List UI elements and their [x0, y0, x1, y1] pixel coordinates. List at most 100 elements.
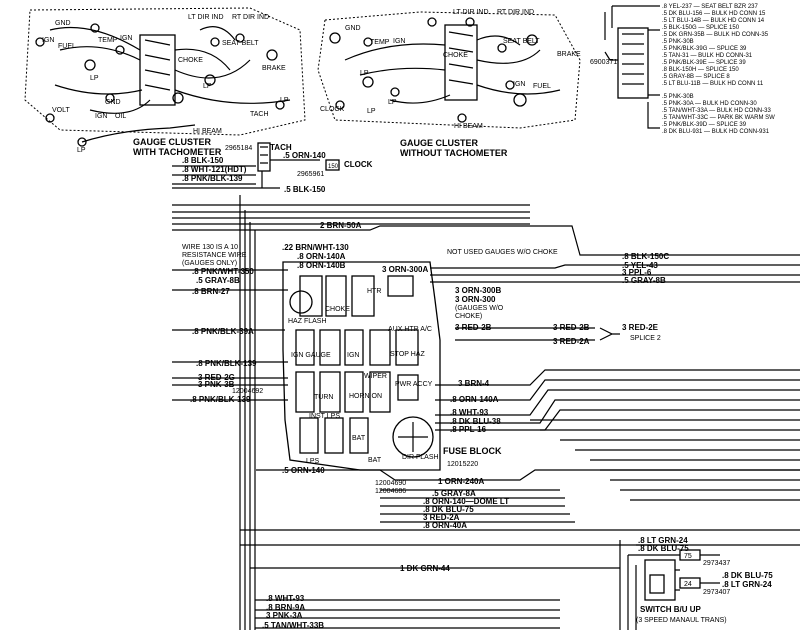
fuse-block-part: 12015220: [447, 461, 478, 468]
gauges-wo-note: (GAUGES W/O: [455, 305, 504, 312]
connector-wire-14: .5 TAN/WHT-33A — BULK HD CONN-33: [662, 108, 771, 114]
cluster-tach-lp-left: LP: [90, 75, 99, 82]
cluster-notach-lp-mid: LP: [388, 99, 397, 106]
fuse-cell-inst-lps: INST LPS: [309, 413, 340, 420]
connector-wire-7: .5 TAN-31 — BULK HD CONN-31: [662, 53, 753, 59]
cluster-notach-ign: IGN: [393, 38, 405, 45]
wire-orn-40a: .8 ORN-40A: [423, 521, 467, 530]
cluster-tach-lp-mid: LP: [203, 83, 212, 90]
cluster-tach-gnd-top: GND: [55, 20, 71, 27]
connector-wire-list: .8 YEL-237 — SEAT BELT BZR 237.5 DK BLU-…: [662, 4, 775, 135]
wire-dk-grn-44: 1 DK GRN-44: [400, 564, 450, 573]
connector-detail: 6900371 .8 YEL-237 — SEAT BELT BZR 237.5…: [590, 4, 775, 135]
not-used-note: NOT USED GAUGES W/O CHOKE: [447, 249, 558, 256]
cluster-notach-brake: BRAKE: [557, 51, 581, 58]
fuse-cell-stop-haz: STOP HAZ: [390, 351, 425, 358]
fuse-note-3: (GAUGES ONLY): [182, 260, 237, 267]
tach-pnk-blk-139: .8 PNK/BLK-139: [182, 174, 243, 183]
wire-brn-50a: 2 BRN-50A: [320, 221, 362, 230]
cluster-tach-ign-mid: IGN: [120, 35, 132, 42]
wire-pnk-blk-139-a: .8 PNK/BLK-139: [196, 359, 257, 368]
cluster-notach-ign-low: IGN: [513, 81, 525, 88]
connector-wire-15: .5 TAN/WHT-33C — PARK BK WARM SW: [662, 115, 775, 121]
backup-switch: .8 LT GRN-24 .8 DK BLU-75 75 24 2973437 …: [628, 536, 773, 624]
splice-2-label: SPLICE 2: [630, 335, 661, 342]
cluster-tach-hi-beam: HI BEAM: [193, 128, 222, 135]
cluster-tach-lt-dir-ind: LT DIR IND: [188, 14, 224, 21]
fuse-cell-wiper: WIPER: [364, 373, 387, 380]
switch-part-2973437: 2973437: [703, 560, 730, 567]
clock-part-2965961: 2965961: [297, 171, 324, 178]
part-12004690: 12004690: [375, 480, 406, 487]
connector-wire-8: .5 PNK/BLK-39E — SPLICE 39: [662, 60, 746, 66]
tach-blk-150: .8 BLK-150: [182, 156, 224, 165]
cluster-tach-brake: BRAKE: [262, 65, 286, 72]
cluster-notach-fuel: FUEL: [533, 83, 551, 90]
wire-ppl-16: .8 PPL-16: [450, 425, 487, 434]
part-12004692: 12004692: [232, 388, 263, 395]
tach-orn-140: .5 ORN-140: [283, 151, 326, 160]
wire-brn-4: 3 BRN-4: [458, 379, 490, 388]
wire-pnk-blk-39a: .8 PNK/BLK-39A: [192, 327, 254, 336]
wire-orn-140-dome: .8 ORN-140—DOME LT: [423, 497, 509, 506]
wire-wht-93: .8 WHT-93: [450, 408, 489, 417]
cluster-tach-rt-dir-ind: RT DIR IND: [232, 14, 269, 21]
cluster-tach-lp-right: LP: [280, 97, 289, 104]
fuse-cell-choke: CHOKE: [325, 306, 350, 313]
fuse-cell-bat-2: BAT: [368, 457, 382, 464]
cluster-notach-title-2: WITHOUT TACHOMETER: [400, 148, 508, 158]
wire-pnk-3b: 3 PNK-3B: [198, 380, 235, 389]
switch-lt-grn-24-r: .8 LT GRN-24: [722, 580, 772, 589]
clock-label: CLOCK: [344, 160, 373, 169]
fuse-note-2: RESISTANCE WIRE: [182, 252, 247, 259]
fuse-note-1: WIRE 130 IS A 10: [182, 244, 238, 251]
connector-wire-9: .8 BLK-150H — SPLICE 150: [662, 67, 739, 73]
switch-subtitle: (3 SPEED MANAUL TRANS): [636, 617, 727, 624]
fuse-block-title: FUSE BLOCK: [443, 446, 502, 456]
cluster-tach-tach: TACH: [250, 111, 269, 118]
switch-dk-blu-75: .8 DK BLU-75: [638, 544, 689, 553]
wire-orn-140a-b: .8 ORN-140A: [450, 395, 499, 404]
cluster-notach-clock: CLOCK: [320, 106, 344, 113]
wire-orn-300a: 3 ORN-300A: [382, 265, 428, 274]
cluster-tach-gnd-mid: GND: [105, 99, 121, 106]
connector-wire-11: .5 LT BLU-11B — BULK HD CONN 11: [662, 81, 764, 87]
wire-gray-8b-left: .5 GRAY-8B: [196, 276, 240, 285]
tach-part-2965184: 2965184: [225, 145, 252, 152]
switch-tag-24: 24: [684, 581, 692, 588]
connector-wire-13: .5 PNK-30A — BULK HD CONN-30: [662, 101, 757, 107]
cluster-notach-temp: TEMP: [370, 39, 390, 46]
tach-blk-150-b: .5 BLK-150: [284, 185, 326, 194]
wire-red-2a-b: 3 RED-2A: [423, 513, 460, 522]
clock-conn-tag: 150: [328, 164, 339, 170]
harness-bus: [172, 195, 800, 630]
connector-wire-5: .5 PNK-30B: [662, 39, 694, 45]
part-12004686: 12004686: [375, 488, 406, 495]
wire-pnk-3a: 3 PNK-3A: [266, 611, 303, 620]
wire-blk-150c: .8 BLK-150C: [622, 252, 669, 261]
cluster-tach-ign-low: IGN: [95, 113, 107, 120]
fuse-cell-pwr-accy: PWR ACCY: [395, 381, 433, 388]
gauge-cluster-without-tach: LT DIR IND RT DIR IND GND TEMP IGN SEAT …: [317, 9, 581, 158]
gauge-cluster-with-tach: GND LT DIR IND RT DIR IND IGN FUEL TEMP …: [24, 7, 306, 157]
cluster-notach-lt-dir-ind: LT DIR IND: [453, 9, 489, 16]
connector-wire-6: .5 PNK/BLK-39G — SPLICE 39: [662, 46, 747, 52]
switch-dk-blu-75-r: .8 DK BLU-75: [722, 571, 773, 580]
wire-orn-140-lower: .5 ORN-140: [282, 466, 325, 475]
connector-wire-4: .5 DK GRN-35B — BULK HD CONN-35: [662, 32, 769, 38]
fuse-block: HAZ FLASH CHOKE HTR IGN GAUGE AUX HTR A/…: [182, 244, 558, 495]
cluster-notach-seat-belt: SEAT BELT: [503, 38, 540, 45]
fuse-cell-horn-on: HORN ON: [349, 393, 382, 400]
wire-orn-300: 3 ORN-300: [455, 295, 496, 304]
cluster-tach-ign-left: IGN: [42, 37, 54, 44]
tach-wht-121: .8 WHT-121(HDT): [182, 165, 247, 174]
cluster-notach-gnd: GND: [345, 25, 361, 32]
switch-lt-grn-24: .8 LT GRN-24: [638, 536, 688, 545]
tach-label: TACH: [270, 143, 292, 152]
cluster-notach-lp-left: LP: [360, 70, 369, 77]
cluster-notach-lp-bottom: LP: [367, 108, 376, 115]
cluster-notach-hi-beam: HI BEAM: [454, 123, 483, 130]
wire-orn-300b: 3 ORN-300B: [455, 286, 501, 295]
fuse-cell-dir-flash: DIR FLASH: [402, 454, 439, 461]
fuse-cell-haz-flash: HAZ FLASH: [288, 318, 327, 325]
